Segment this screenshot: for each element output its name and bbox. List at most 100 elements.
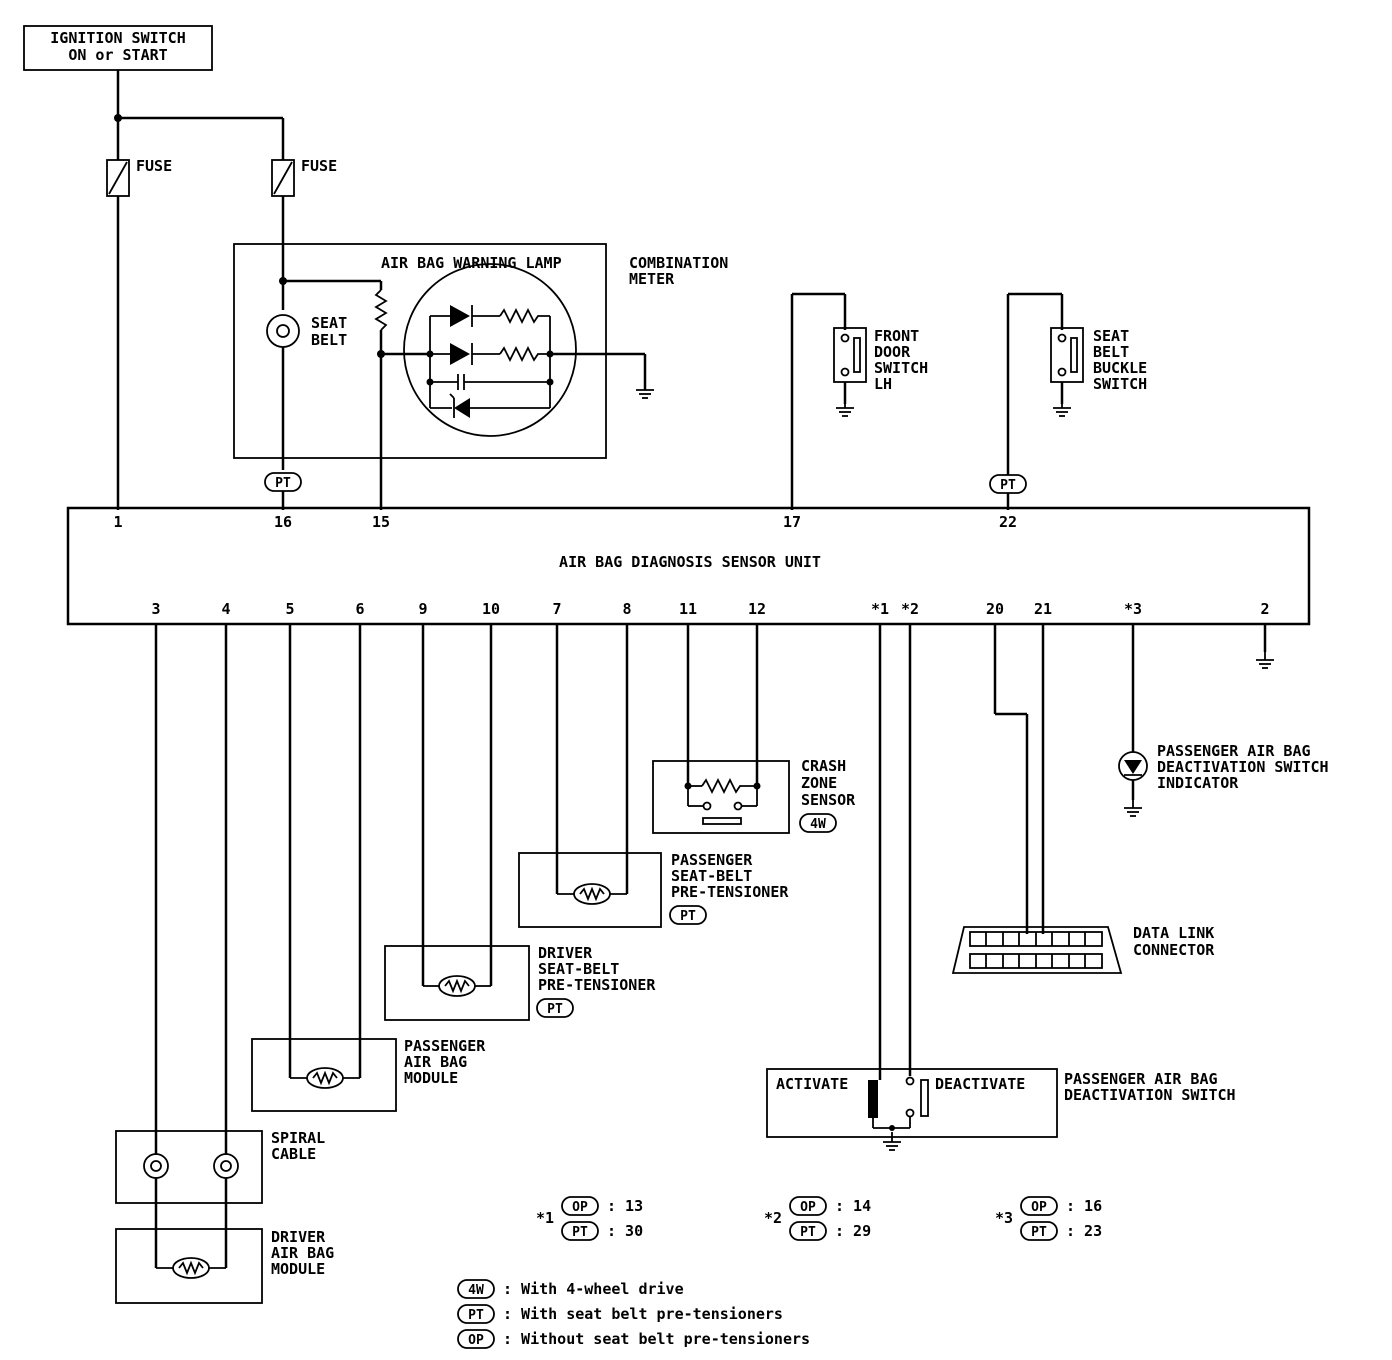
pin-star3: *3 — [1124, 600, 1142, 618]
pass-pt-label-3: PRE-TENSIONER — [671, 883, 789, 901]
svg-text:*1: *1 — [536, 1209, 554, 1227]
pin-9: 9 — [418, 600, 427, 618]
pin-15: 15 — [372, 513, 390, 531]
pin-star1: *1 — [871, 600, 889, 618]
footnote-3: *3 OP : 16 PT : 23 — [995, 1196, 1102, 1241]
pin-star2: *2 — [901, 600, 919, 618]
pin-5: 5 — [285, 600, 294, 618]
airbag-warning-lamp-label: AIR BAG WARNING LAMP — [381, 254, 562, 272]
legend-item-4w: 4W : With 4-wheel drive — [457, 1279, 684, 1299]
svg-text:: With 4-wheel drive: : With 4-wheel drive — [503, 1280, 684, 1298]
ignition-switch: IGNITION SWITCH ON or START — [23, 25, 213, 71]
footnote-1: *1 OP : 13 PT : 30 — [536, 1196, 643, 1241]
combination-meter: AIR BAG WARNING LAMP COMBINATION METER S… — [233, 243, 728, 510]
svg-text:: 30: : 30 — [607, 1222, 643, 1240]
driver-pretensioner: DRIVER SEAT-BELT PRE-TENSIONER — [384, 944, 656, 1021]
svg-text:PT: PT — [275, 476, 291, 491]
seat-belt-label-2: BELT — [311, 331, 347, 349]
ignition-label-2: ON or START — [68, 46, 167, 64]
svg-text:OP: OP — [468, 1333, 484, 1348]
buckle-label-2: BELT — [1093, 343, 1129, 361]
svg-text:: With seat belt pre-tensioner: : With seat belt pre-tensioners — [503, 1305, 783, 1323]
pt-badge-pin22: PT — [989, 474, 1027, 494]
drv-pt-label-2: SEAT-BELT — [538, 960, 619, 978]
seat-belt-buckle-switch: SEAT BELT BUCKLE SWITCH — [1006, 292, 1147, 475]
svg-text:PT: PT — [1000, 478, 1016, 493]
front-door-label-4: LH — [874, 375, 892, 393]
pin-12: 12 — [748, 600, 766, 618]
drv-pt-label-3: PRE-TENSIONER — [538, 976, 656, 994]
drv-mod-label-1: DRIVER — [271, 1228, 326, 1246]
combination-meter-label-2: METER — [629, 270, 675, 288]
deactivate-label: DEACTIVATE — [935, 1075, 1025, 1093]
airbag-warning-lamp-icon — [403, 263, 577, 437]
pin-20: 20 — [986, 600, 1004, 618]
deact-switch-label-1: PASSENGER AIR BAG — [1064, 1070, 1218, 1088]
pin-6: 6 — [355, 600, 364, 618]
spiral-label-1: SPIRAL — [271, 1129, 325, 1147]
fuse-1: FUSE — [106, 118, 172, 197]
legend: 4W : With 4-wheel drive PT : With seat b… — [457, 1279, 810, 1349]
svg-text:4W: 4W — [810, 817, 826, 832]
deact-switch-label-2: DEACTIVATION SWITCH — [1064, 1086, 1236, 1104]
drv-mod-label-2: AIR BAG — [271, 1244, 334, 1262]
spiral-label-2: CABLE — [271, 1145, 316, 1163]
buckle-label-1: SEAT — [1093, 327, 1129, 345]
footnote-2: *2 OP : 14 PT : 29 — [764, 1196, 871, 1241]
pin-11: 11 — [679, 600, 697, 618]
pin-1: 1 — [113, 513, 122, 531]
pass-mod-label-1: PASSENGER — [404, 1037, 486, 1055]
pin-17: 17 — [783, 513, 801, 531]
drv-pt-label-1: DRIVER — [538, 944, 593, 962]
svg-text:PT: PT — [572, 1225, 588, 1240]
passenger-airbag-module: PASSENGER AIR BAG MODULE — [251, 1037, 486, 1112]
crash-zone-label-3: SENSOR — [801, 791, 856, 809]
sensor-unit-label: AIR BAG DIAGNOSIS SENSOR UNIT — [559, 553, 821, 571]
passenger-pretensioner: PASSENGER SEAT-BELT PRE-TENSIONER — [518, 851, 789, 928]
pass-mod-label-3: MODULE — [404, 1069, 458, 1087]
svg-text:OP: OP — [800, 1200, 816, 1215]
activate-label: ACTIVATE — [776, 1075, 848, 1093]
fuse-2-label: FUSE — [301, 157, 337, 175]
drv-mod-label-3: MODULE — [271, 1260, 325, 1278]
pass-pt-label-2: SEAT-BELT — [671, 867, 752, 885]
svg-text:4W: 4W — [468, 1283, 484, 1298]
pin-4: 4 — [221, 600, 230, 618]
pin-2: 2 — [1260, 600, 1269, 618]
svg-text:: 13: : 13 — [607, 1197, 643, 1215]
svg-text:OP: OP — [1031, 1200, 1047, 1215]
legend-item-pt: PT : With seat belt pre-tensioners — [457, 1304, 783, 1324]
svg-text:: Without seat belt pre-tensio: : Without seat belt pre-tensioners — [503, 1330, 810, 1348]
svg-text:PT: PT — [468, 1308, 484, 1323]
indicator-label-2: DEACTIVATION SWITCH — [1157, 758, 1329, 776]
fuse-1-label: FUSE — [136, 157, 172, 175]
pin-7: 7 — [552, 600, 561, 618]
ignition-label-1: IGNITION SWITCH — [50, 29, 185, 47]
pt-badge-drv-pretensioner: PT — [536, 998, 574, 1018]
front-door-label-2: DOOR — [874, 343, 911, 361]
combination-meter-label-1: COMBINATION — [629, 254, 728, 272]
seat-belt-lamp-icon — [266, 314, 300, 348]
svg-text:PT: PT — [547, 1002, 563, 1017]
pt-badge-pin16: PT — [264, 472, 302, 492]
front-door-switch: FRONT DOOR SWITCH LH — [790, 292, 928, 510]
pass-mod-label-2: AIR BAG — [404, 1053, 467, 1071]
crash-zone-sensor: CRASH ZONE SENSOR — [652, 757, 856, 834]
svg-text:*3: *3 — [995, 1209, 1013, 1227]
dlc-label-2: CONNECTOR — [1133, 941, 1215, 959]
svg-text:*2: *2 — [764, 1209, 782, 1227]
svg-text:: 29: : 29 — [835, 1222, 871, 1240]
svg-text:: 16: : 16 — [1066, 1197, 1102, 1215]
svg-text:PT: PT — [680, 909, 696, 924]
4w-badge: 4W — [799, 813, 837, 833]
buckle-label-3: BUCKLE — [1093, 359, 1147, 377]
svg-text:OP: OP — [572, 1200, 588, 1215]
pin-22: 22 — [999, 513, 1017, 531]
crash-zone-label-1: CRASH — [801, 757, 846, 775]
pin-21: 21 — [1034, 600, 1052, 618]
deactivation-indicator: PASSENGER AIR BAG DEACTIVATION SWITCH IN… — [1118, 742, 1329, 800]
pin-3: 3 — [151, 600, 160, 618]
svg-text:PT: PT — [1031, 1225, 1047, 1240]
data-link-connector: DATA LINK CONNECTOR — [951, 924, 1215, 974]
